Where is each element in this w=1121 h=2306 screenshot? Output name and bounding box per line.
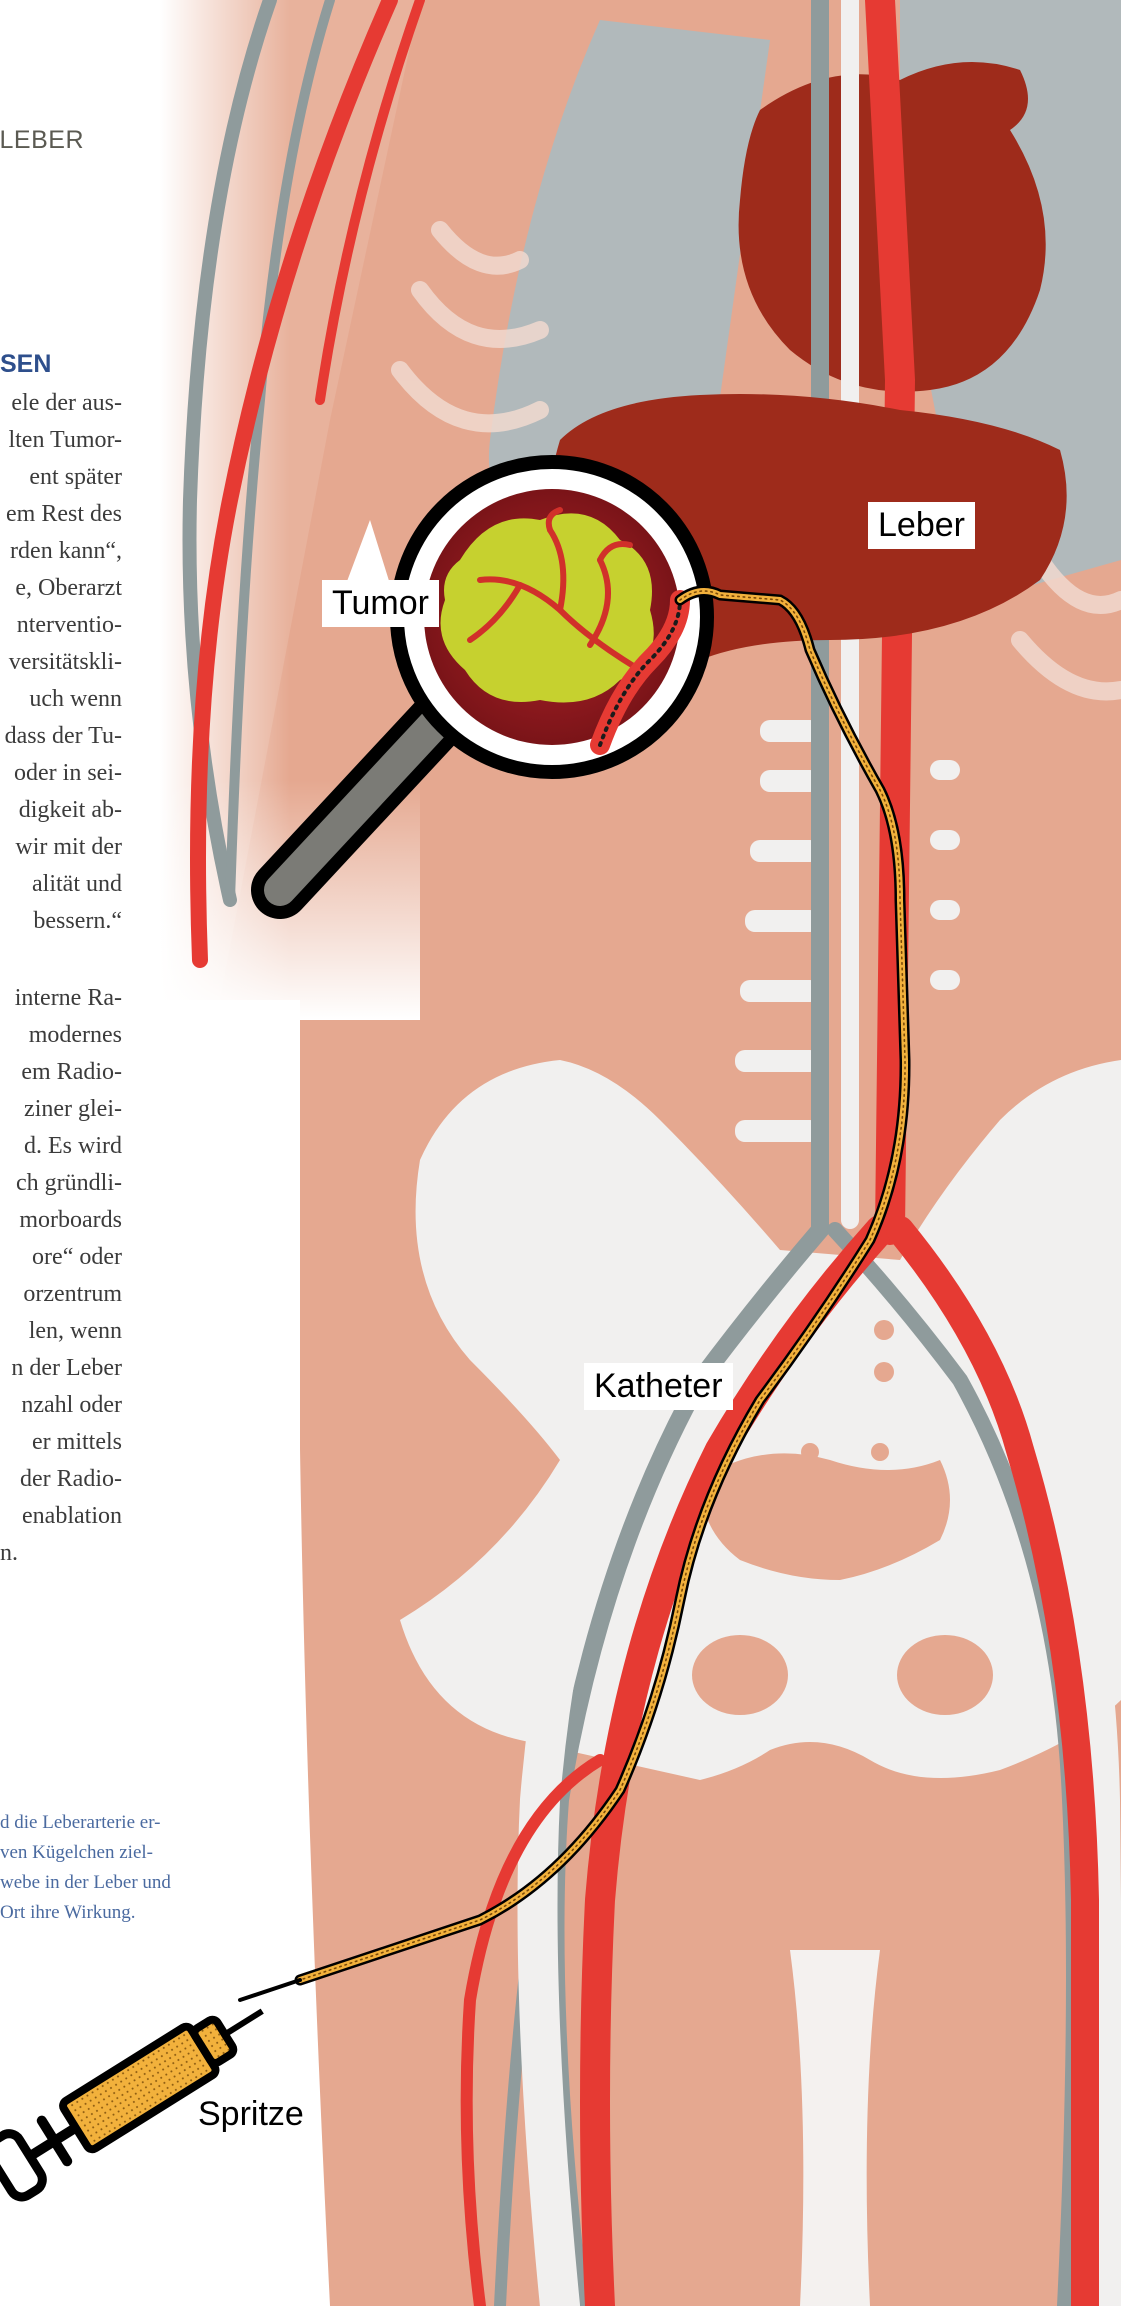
body-line: dass der Tu- — [5, 723, 122, 750]
body-line: digkeit ab- — [19, 797, 122, 824]
section-heading-metastases: SEN — [0, 350, 51, 379]
body-line: nterventio- — [17, 612, 122, 639]
body-line: wir mit der — [15, 834, 122, 861]
body-line: der Radio- — [20, 1466, 122, 1493]
liver-label: Leber — [868, 502, 975, 549]
body-line: ziner glei- — [24, 1096, 122, 1123]
body-line: len, wenn — [29, 1318, 122, 1345]
syringe-label: Spritze — [198, 2095, 304, 2134]
body-line: alität und — [32, 871, 122, 898]
body-line: em Rest des — [6, 501, 122, 528]
body-line: n. — [0, 1540, 18, 1567]
body-line: ore“ oder — [32, 1244, 122, 1271]
caption-line: webe in der Leber und — [0, 1872, 171, 1894]
tumor-label: Tumor — [322, 580, 439, 627]
body-line: rden kann“, — [10, 538, 122, 565]
body-line: ch gründli- — [16, 1170, 122, 1197]
body-line: em Radio- — [21, 1059, 122, 1086]
body-line: modernes — [29, 1022, 122, 1049]
body-line: orzentrum — [23, 1281, 122, 1308]
body-line: ent später — [29, 464, 122, 491]
caption-line: d die Leberarterie er- — [0, 1812, 160, 1834]
body-line: uch wenn — [29, 686, 122, 713]
body-line: nzahl oder — [21, 1392, 122, 1419]
body-line: enablation — [22, 1503, 122, 1530]
caption-line: ven Kügelchen ziel- — [0, 1842, 153, 1864]
body-line: morboards — [19, 1207, 122, 1234]
catheter-label: Katheter — [584, 1363, 733, 1410]
body-line: e, Oberarzt — [15, 575, 122, 602]
body-line: oder in sei- — [14, 760, 122, 787]
article-text-column: R LEBER SEN ele der aus- lten Tumor- ent… — [0, 0, 160, 2306]
body-line: n der Leber — [11, 1355, 122, 1382]
body-line: d. Es wird — [24, 1133, 122, 1160]
caption-line: Ort ihre Wirkung. — [0, 1902, 136, 1924]
body-line: ele der aus- — [11, 390, 122, 417]
figure-caption: d die Leberarterie er- ven Kügelchen zie… — [0, 1810, 205, 1930]
body-line: interne Ra- — [15, 985, 122, 1012]
body-line: versitätskli- — [9, 649, 122, 676]
body-line: er mittels — [32, 1429, 122, 1456]
section-heading-liver: R LEBER — [0, 126, 84, 155]
body-line: bessern.“ — [33, 908, 122, 935]
body-line: lten Tumor- — [8, 427, 122, 454]
